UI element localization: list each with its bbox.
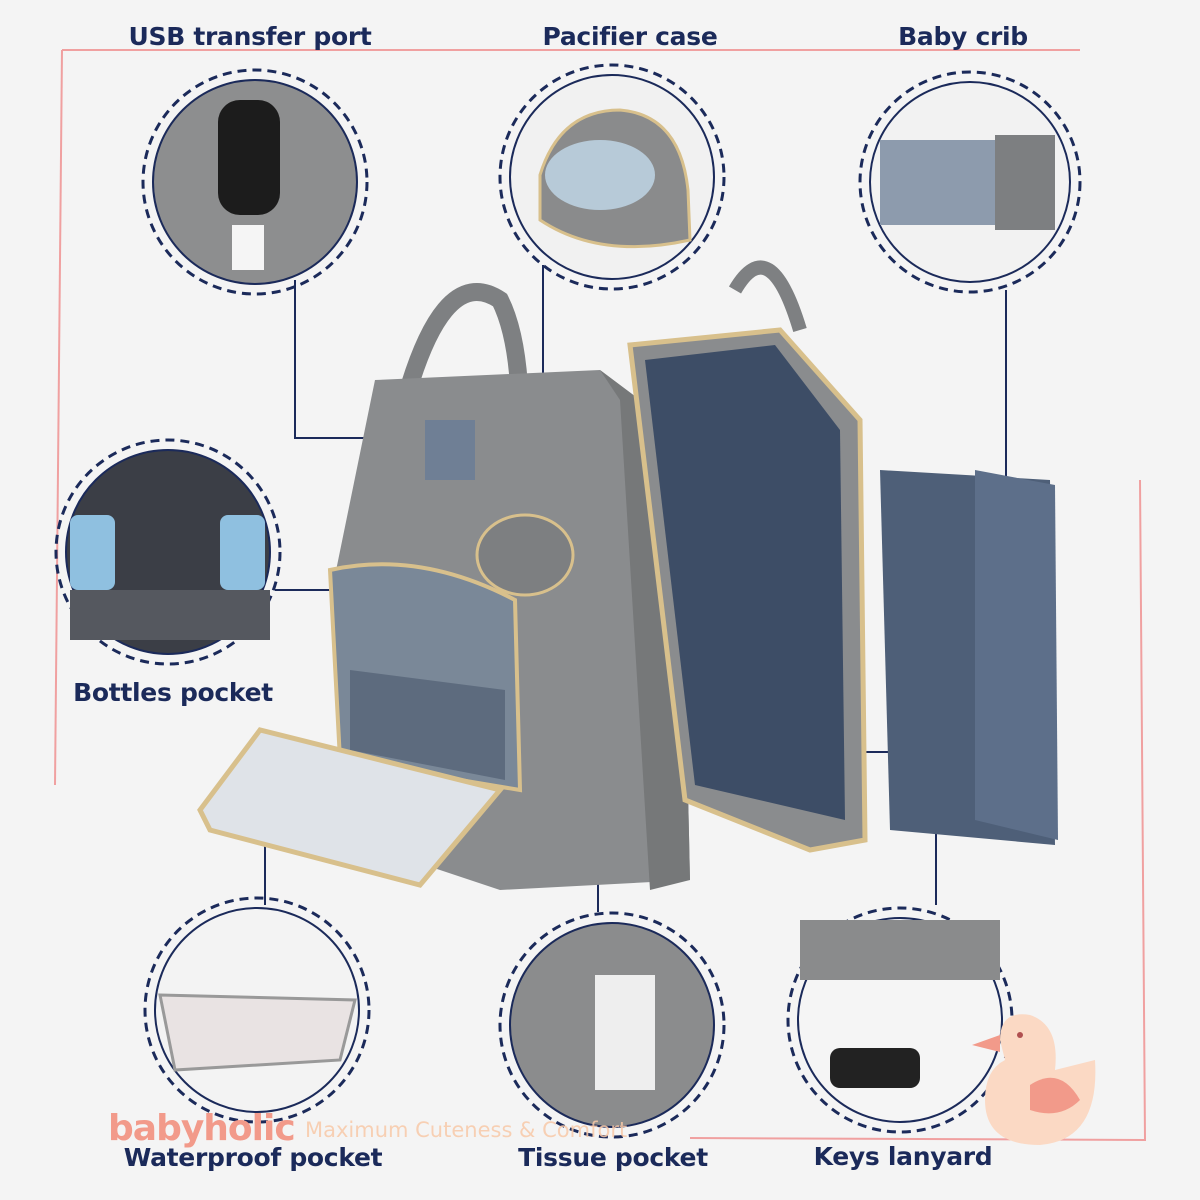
duck-logo-icon <box>972 1014 1096 1145</box>
waterproof-circle <box>143 896 371 1124</box>
pacifier-case-label: Pacifier case <box>542 22 718 51</box>
brand-watermark: babyholic <box>108 1108 296 1149</box>
tissue-pocket-label: Tissue pocket <box>518 1143 708 1172</box>
waterproof-pocket-label: Waterproof pocket <box>123 1143 383 1172</box>
usb-transfer-port-label: USB transfer port <box>128 22 372 51</box>
bottles-circle <box>54 438 282 666</box>
detail-circles <box>54 63 1082 1139</box>
frame-lines <box>54 49 1147 1142</box>
usb-circle <box>141 68 369 296</box>
pacifier-circle <box>498 63 726 291</box>
tagline-watermark: Maximum Cuteness & Comfort <box>305 1118 628 1142</box>
bottles-pocket-label: Bottles pocket <box>73 678 273 707</box>
tissue-circle <box>498 911 726 1139</box>
keys-lanyard-label: Keys lanyard <box>813 1142 993 1171</box>
backpack <box>197 260 1058 890</box>
keys-circle <box>786 906 1014 1134</box>
baby-crib-label: Baby crib <box>898 22 1028 51</box>
crib-circle <box>858 70 1082 294</box>
